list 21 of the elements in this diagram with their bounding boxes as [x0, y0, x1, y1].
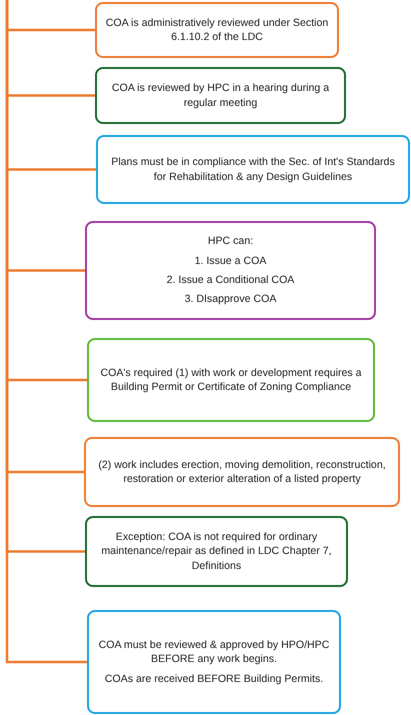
- box-text: COAs are received BEFORE Building Permits.: [104, 672, 324, 686]
- text-box: [96, 135, 410, 204]
- text-box: [87, 610, 341, 714]
- box-text: Exception: COA is not required for ordinary maintenance/repair as defined in LDC Chapter 7, Definitions: [100, 530, 333, 573]
- box-text: Plans must be in compliance with the Sec. of Int's Standards for Rehabilitation & any Design Guidelines: [110, 155, 396, 184]
- text-box: [87, 338, 375, 422]
- text-box: [84, 437, 400, 507]
- box-text: COA is reviewed by HPC in a hearing during a regular meeting: [110, 81, 330, 110]
- connector-line: [6, 0, 87, 664]
- box-text: COA's required (1) with work or development requires a Building Permit or Certificate of Zoning Compliance: [99, 366, 363, 394]
- box-text: 2. Issue a Conditional COA: [166, 273, 294, 288]
- box-text: COA is administratively reviewed under Section 6.1.10.2 of the LDC: [104, 16, 330, 44]
- box-text: COA must be reviewed & approved by HPO/HPC BEFORE any work begins.: [98, 638, 330, 667]
- box-text: 3. DIsapprove COA: [184, 292, 276, 307]
- text-box: [85, 516, 348, 587]
- text-box: [85, 221, 376, 320]
- box-text: HPC can:: [208, 234, 254, 249]
- box-text: (2) work includes erection, moving demolition, reconstruction, restoration or exterior alteration of a listed property: [97, 458, 387, 486]
- box-text: 1. Issue a COA: [194, 254, 266, 268]
- text-box: [95, 2, 339, 58]
- text-box: [95, 67, 346, 124]
